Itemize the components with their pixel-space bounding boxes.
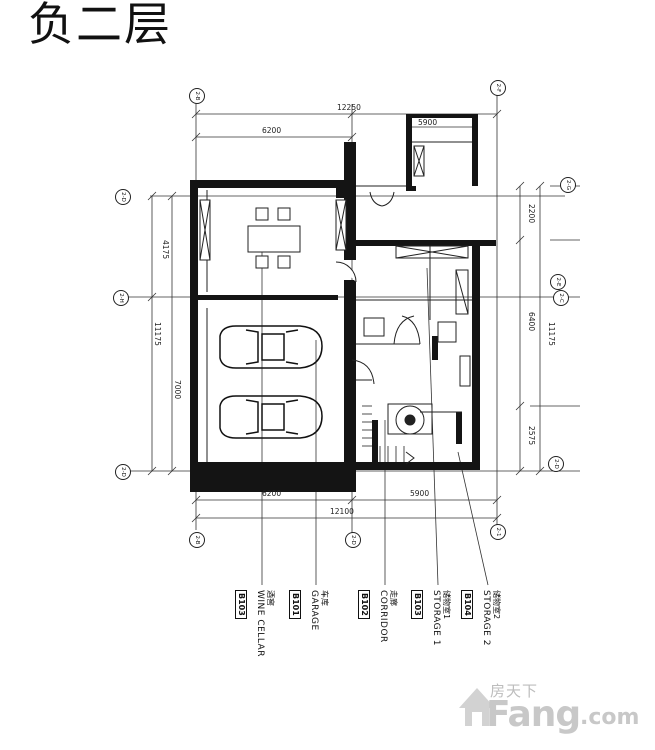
dim-left-lower: 7000 — [173, 380, 182, 400]
grid-bubble: 2-D — [548, 456, 564, 472]
grid-bubble: 2-1 — [490, 524, 506, 540]
garage-cars — [219, 325, 323, 439]
dim-top-left: 6200 — [262, 126, 282, 135]
grid-bubble: 2-D — [115, 189, 131, 205]
dim-right-total: 11175 — [547, 322, 556, 346]
dim-bottom-total: 12100 — [330, 507, 354, 516]
room-label-storage-1: 储物室1 STORAGE 1 B103 — [411, 590, 451, 646]
grid-bubble: 2-D — [345, 532, 361, 548]
grid-lines — [125, 88, 580, 586]
dim-top-total: 12250 — [337, 103, 361, 112]
grid-bubble: 2-B — [189, 532, 205, 548]
dim-left-upper: 4175 — [161, 240, 170, 260]
room-label-corridor: 走廊 CORRIDOR B102 — [358, 590, 398, 643]
dim-top-right: 5900 — [418, 118, 438, 127]
grid-bubble: 2-E — [550, 274, 566, 290]
dim-left-total: 11175 — [153, 322, 162, 346]
corridor-fixtures — [351, 145, 471, 465]
watermark-text: Fang — [486, 694, 581, 735]
grid-bubble: 2-H — [113, 290, 129, 306]
walls — [190, 114, 496, 492]
dim-right-mid: 6400 — [527, 312, 536, 332]
grid-bubble: 2-D — [115, 464, 131, 480]
dim-right-low: 2575 — [527, 426, 536, 446]
watermark-sub: 房天下 — [490, 682, 539, 700]
room-label-storage-2: 储物室2 STORAGE 2 B104 — [461, 590, 501, 646]
grid-bubble: 2-G — [560, 177, 576, 193]
page-title: 负二层 — [28, 0, 172, 51]
watermark-domain: .com — [580, 705, 640, 730]
room-label-wine-cellar: 酒窖 WINE CELLAR B103 — [235, 590, 275, 657]
dim-right-top: 2200 — [527, 204, 536, 224]
watermark-house-icon — [459, 688, 495, 726]
grid-bubble: 2-B — [189, 88, 205, 104]
grid-bubble: 2-F — [490, 80, 506, 96]
room-label-garage: 车库 GARAGE B101 — [289, 590, 329, 631]
dim-bottom-right: 5900 — [410, 489, 430, 498]
grid-bubble: 2-C — [553, 290, 569, 306]
dim-bottom-left: 6200 — [262, 489, 282, 498]
wine-cellar-furniture — [199, 199, 357, 283]
